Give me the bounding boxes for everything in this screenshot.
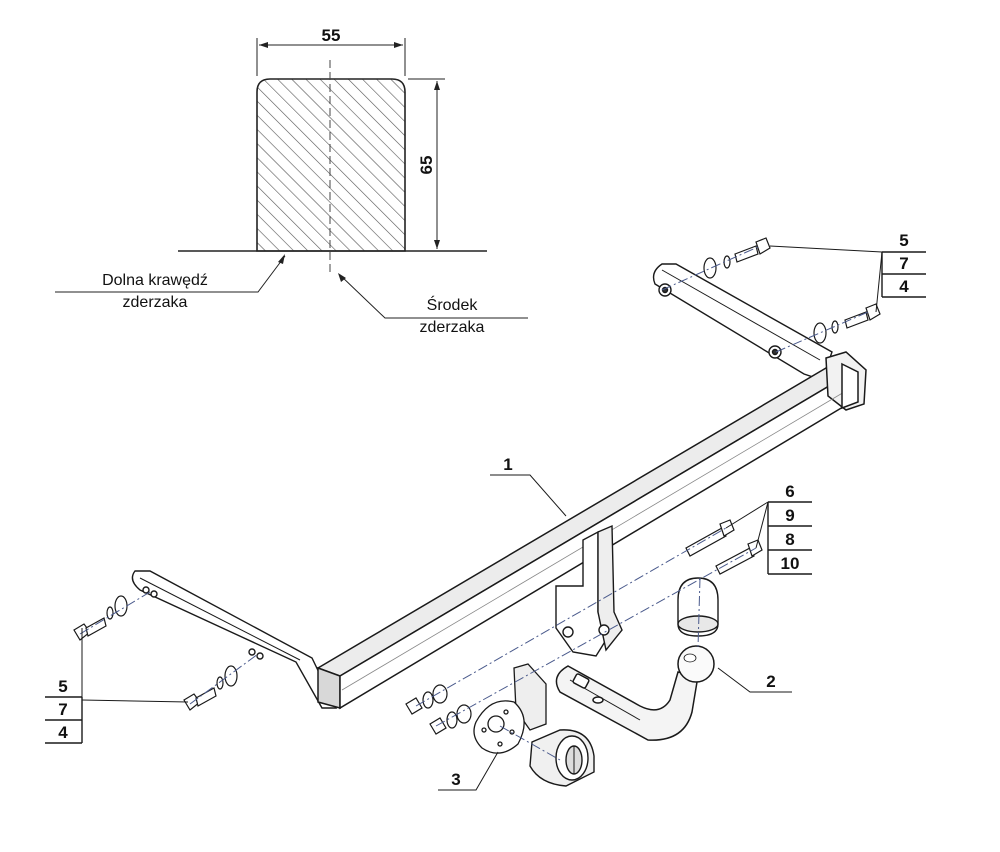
table-top-right-cell-1: 5 bbox=[899, 231, 908, 250]
width-label: 55 bbox=[322, 26, 341, 45]
table-mid-right: 6 9 8 10 bbox=[725, 482, 812, 575]
callout-main-bar-label: 1 bbox=[503, 455, 512, 474]
ball-cap bbox=[677, 577, 719, 637]
width-arrow-right bbox=[394, 42, 403, 48]
table-mid-right-cell-2: 9 bbox=[785, 506, 794, 525]
table-left-cell-3: 4 bbox=[58, 723, 68, 742]
table-top-right: 5 7 4 bbox=[769, 231, 926, 313]
right-mounting-bracket bbox=[652, 263, 833, 381]
center-label-2: zderzaka bbox=[420, 319, 485, 336]
callout-ball-arm-label: 2 bbox=[766, 672, 775, 691]
height-arrow-top bbox=[434, 81, 440, 90]
bumper-cross-section: 55 65 Dolna krawędź zderzaka Środek zder… bbox=[55, 26, 528, 336]
callout-socket-plate-label: 3 bbox=[451, 770, 460, 789]
table-top-right-cell-3: 4 bbox=[899, 277, 909, 296]
tow-ball-arm bbox=[555, 645, 715, 741]
socket-plate bbox=[473, 663, 547, 754]
callout-ball-arm: 2 bbox=[717, 667, 792, 693]
height-arrow-bottom bbox=[434, 240, 440, 249]
table-left: 5 7 4 bbox=[45, 628, 189, 744]
table-left-cell-1: 5 bbox=[58, 677, 67, 696]
table-mid-right-cell-3: 8 bbox=[785, 530, 794, 549]
bottom-edge-arrow bbox=[278, 254, 285, 264]
table-left-cell-2: 7 bbox=[58, 700, 67, 719]
hatched-profile bbox=[256, 78, 406, 252]
callout-main-bar: 1 bbox=[490, 455, 567, 517]
left-mounting-bracket bbox=[131, 570, 338, 709]
electrical-socket bbox=[529, 729, 595, 787]
table-mid-right-cell-4: 10 bbox=[781, 554, 800, 573]
callout-socket-plate: 3 bbox=[438, 751, 499, 791]
height-label: 65 bbox=[417, 156, 436, 175]
width-arrow-left bbox=[259, 42, 268, 48]
assembly-axes bbox=[79, 245, 869, 761]
bottom-edge-leader bbox=[55, 255, 286, 293]
table-top-right-cell-2: 7 bbox=[899, 254, 908, 273]
bottom-edge-label-1: Dolna krawędź bbox=[102, 272, 208, 289]
center-arrow bbox=[338, 273, 346, 282]
bottom-edge-label-2: zderzaka bbox=[123, 294, 188, 311]
center-leader bbox=[339, 274, 528, 319]
center-label-1: Środek bbox=[427, 295, 479, 314]
table-mid-right-cell-1: 6 bbox=[785, 482, 794, 501]
center-drop-bracket bbox=[555, 524, 623, 657]
fasteners-center bbox=[405, 519, 763, 735]
